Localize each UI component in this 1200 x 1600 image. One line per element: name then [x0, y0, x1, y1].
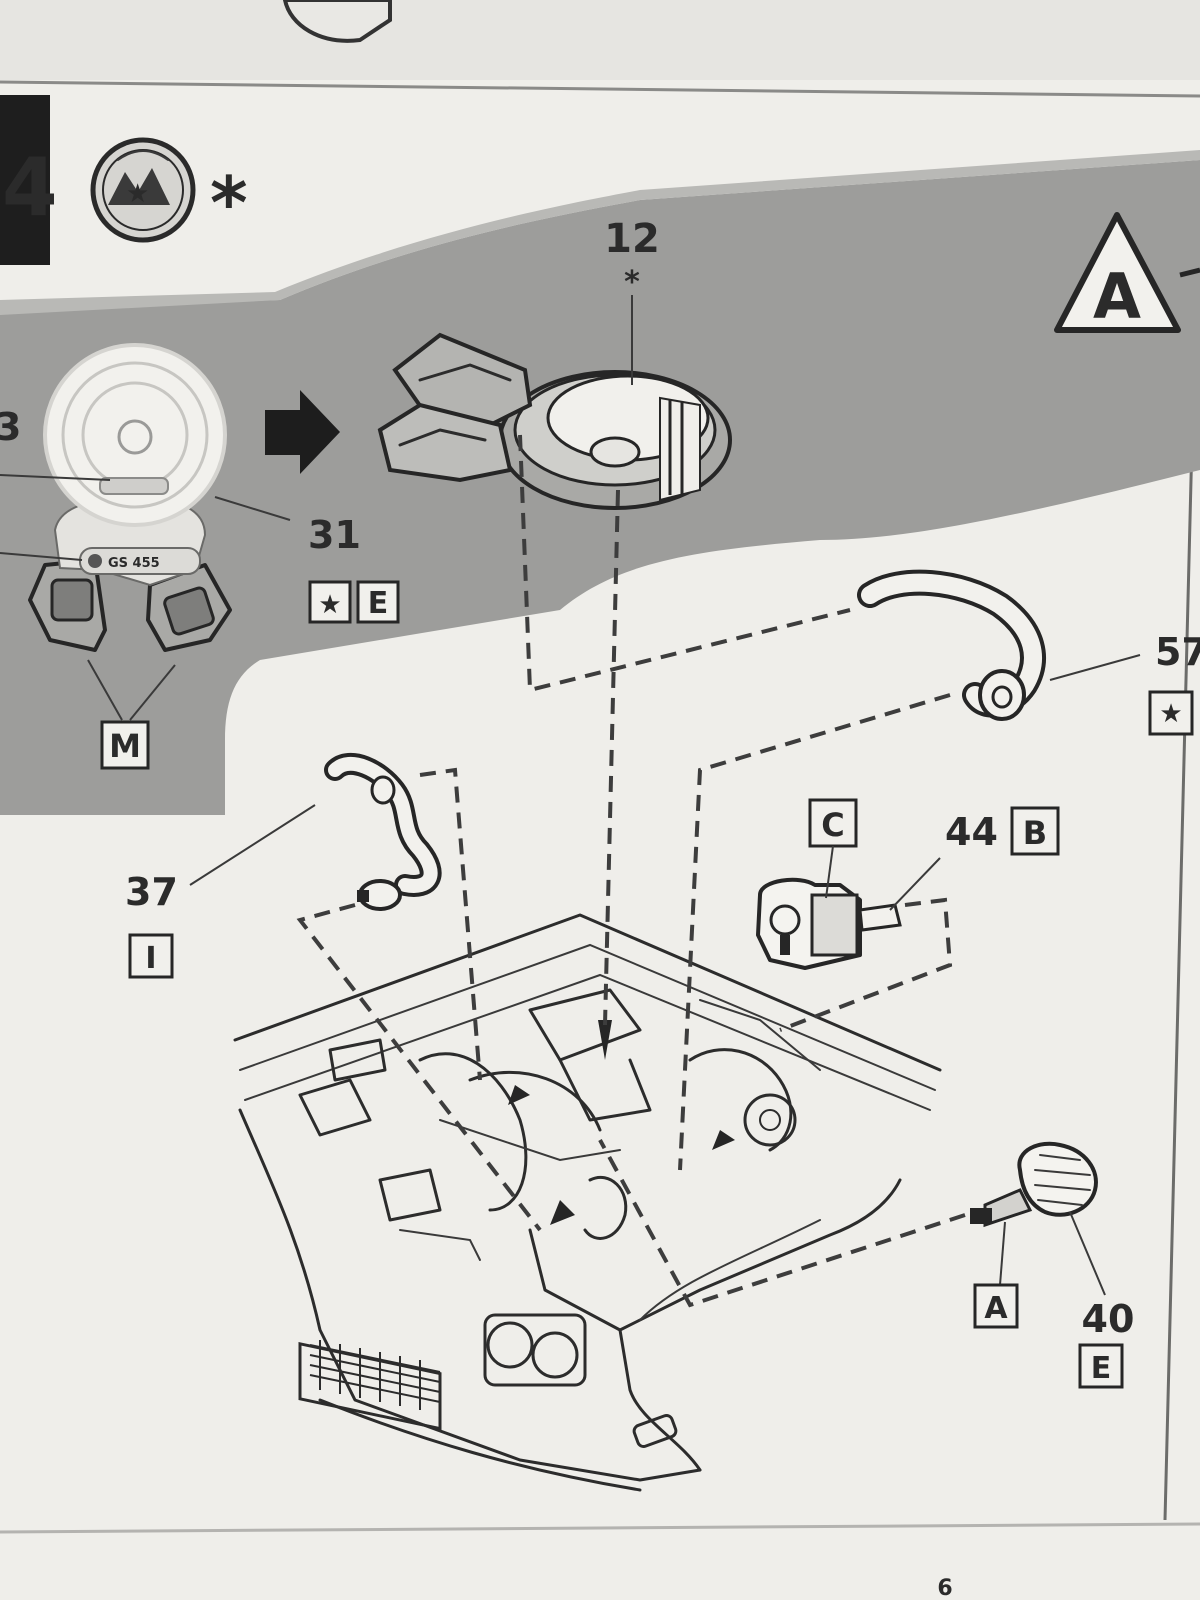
- callout-a-leader: [999, 1221, 1006, 1286]
- svg-text:I: I: [145, 941, 156, 976]
- callout-31-leader: [214, 496, 291, 521]
- callout-m-leader-right: [129, 664, 176, 721]
- part-44-pump: [756, 877, 902, 970]
- svg-text:B: B: [1023, 814, 1047, 852]
- paint-symbol: *: [210, 161, 248, 245]
- callout-44-leader: [889, 857, 941, 911]
- callout-40-code: E: [1078, 1343, 1124, 1389]
- part-12-air-cleaner: [377, 332, 732, 510]
- part-40-distributor: [970, 1141, 1098, 1228]
- callout-c-code: C: [808, 798, 858, 848]
- gs455-badge-text: GS 455: [108, 556, 160, 571]
- callout-37-code: I: [128, 933, 174, 979]
- callout-31-code-star: ★: [308, 580, 352, 624]
- car-engine-bay: [233, 913, 942, 1492]
- svg-text:E: E: [1091, 1351, 1112, 1386]
- grey-panel-light-band: [0, 150, 1200, 315]
- callout-31-number: 31: [308, 513, 361, 557]
- grille-bars: [309, 1340, 441, 1410]
- sheet-right-rule: [1163, 319, 1197, 1521]
- callout-40-number: 40: [1082, 1297, 1135, 1341]
- callout-badge-leader: [0, 552, 83, 561]
- alignment-marker-letter: A: [1093, 260, 1141, 333]
- callout-12-number: 12: [604, 216, 660, 262]
- svg-text:M: M: [109, 727, 141, 765]
- alignment-marker: A: [1054, 212, 1200, 333]
- assembly-guide-lines: [296, 434, 966, 1308]
- svg-text:★: ★: [1159, 699, 1182, 729]
- callout-3-leader: [0, 474, 111, 481]
- callout-57-leader: [1049, 654, 1141, 681]
- callout-44-number: 44: [945, 810, 998, 854]
- svg-text:★: ★: [318, 590, 341, 620]
- callout-c-leader: [825, 845, 834, 899]
- callout-m-leader-left: [87, 659, 123, 721]
- svg-text:E: E: [368, 586, 389, 621]
- callout-57-code: ★: [1148, 690, 1194, 736]
- callout-37-leader: [189, 804, 316, 886]
- sheet-fold-line: [0, 80, 1200, 98]
- callout-37-number: 37: [125, 870, 178, 914]
- step-number-fragment: 4: [2, 141, 58, 234]
- callout-3-number: 3: [0, 405, 21, 449]
- callout-m-code: M: [100, 720, 150, 770]
- step-number-block: [0, 95, 50, 265]
- svg-text:A: A: [984, 1291, 1008, 1326]
- svg-text:C: C: [821, 806, 844, 844]
- part-37-hose: [324, 753, 442, 911]
- paper-shadow-top: [0, 0, 1200, 80]
- svg-text:★: ★: [126, 179, 149, 209]
- callout-40-leader: [1069, 1211, 1106, 1296]
- callout-a-code: A: [973, 1283, 1019, 1329]
- painted-parts-icon: ★: [90, 137, 196, 243]
- part-57-hose: [857, 569, 1046, 721]
- callout-12-mark: *: [624, 265, 640, 300]
- callout-57-number: 57: [1155, 630, 1200, 674]
- callout-44-code: B: [1010, 806, 1060, 856]
- sheet-bottom-rule: [0, 1522, 1200, 1534]
- triangle-marker-icon: [1054, 212, 1181, 333]
- callout-31-code-e: E: [356, 580, 400, 624]
- right-arrow-icon: [265, 390, 340, 474]
- page-number: 6: [937, 1576, 952, 1600]
- previous-step-part-fragment: [282, 0, 392, 43]
